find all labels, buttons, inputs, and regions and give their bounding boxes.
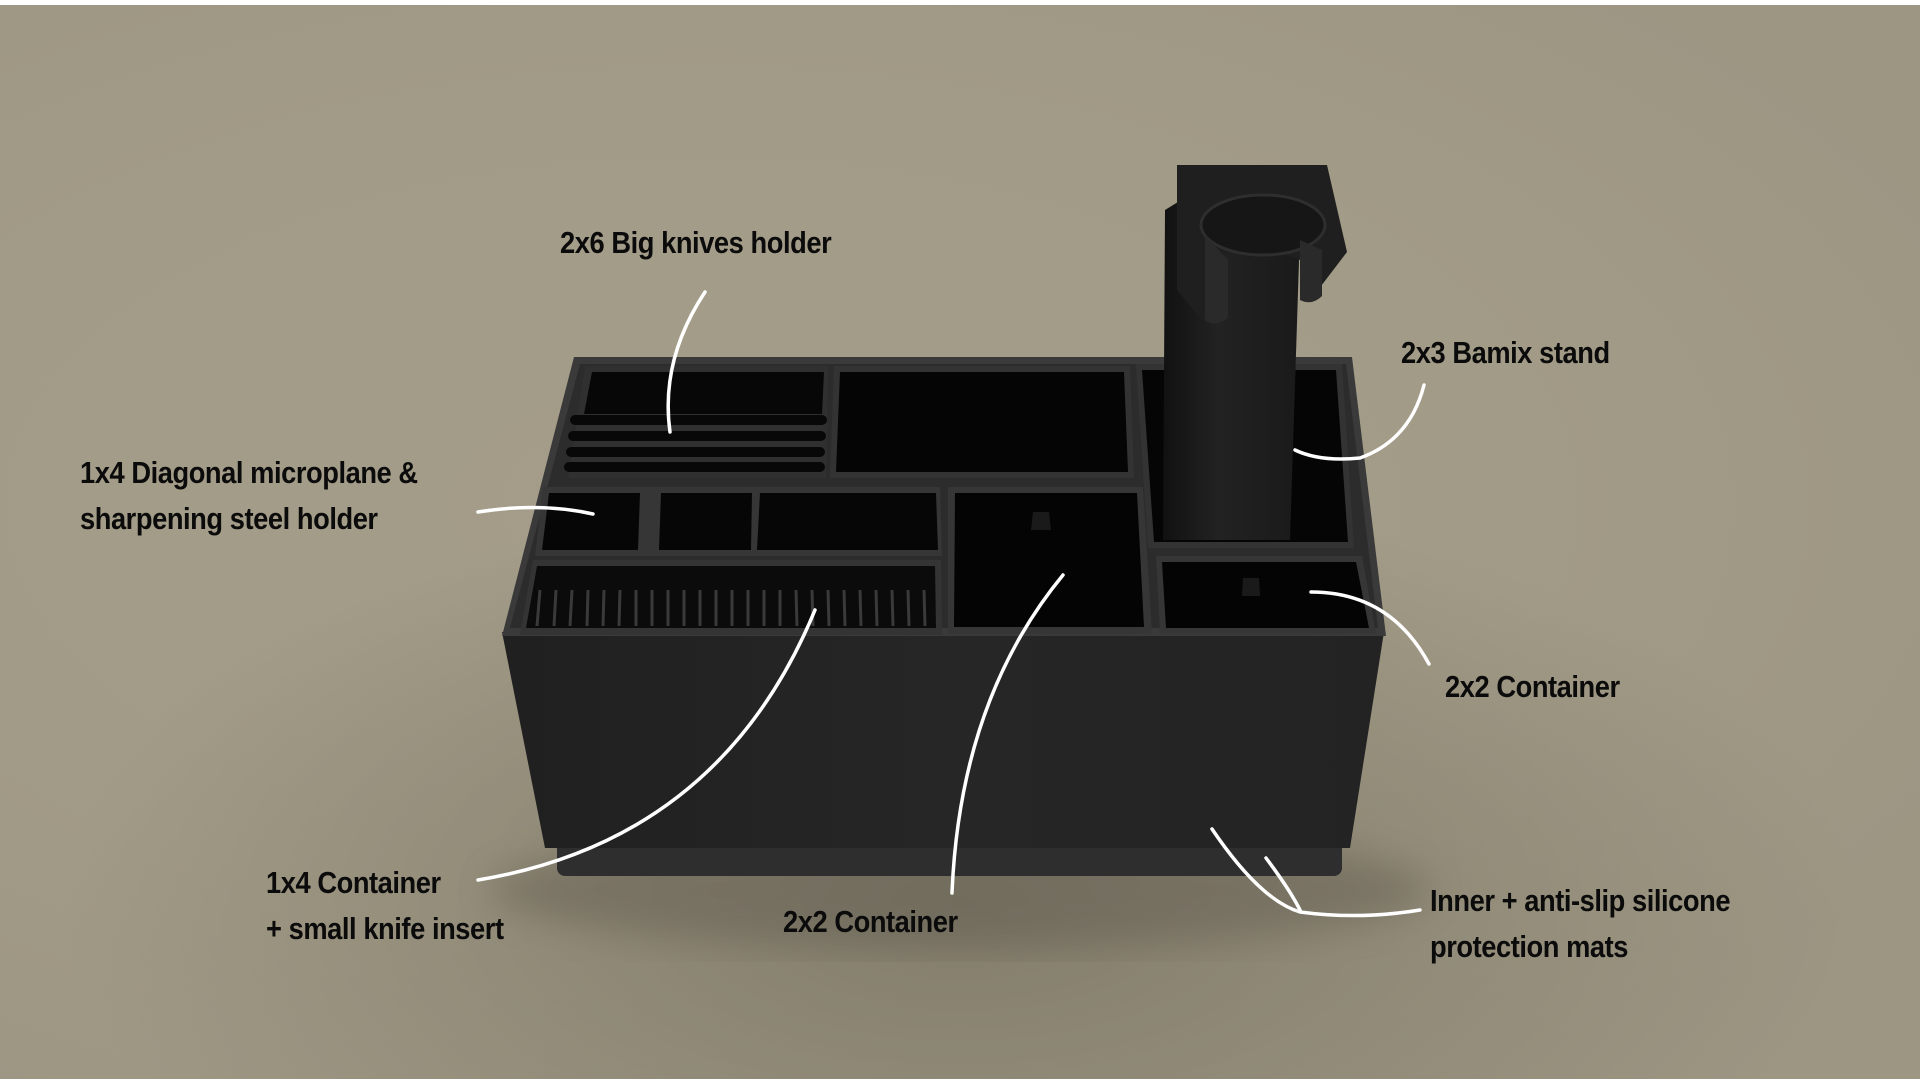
leader-microplane: [476, 505, 595, 516]
right-container-module: [1156, 556, 1376, 634]
label-line: 2x6 Big knives holder: [560, 225, 832, 260]
small-knife-insert-module: [520, 560, 942, 635]
organizer-render: [476, 165, 1431, 950]
leader-bamix: [1293, 383, 1426, 461]
leader-mats-b: [1264, 856, 1302, 912]
center-container-module: [948, 487, 1152, 634]
label-line: + small knife insert: [266, 911, 504, 946]
label-container-bottom: 2x2 Container: [783, 899, 958, 945]
leader-container-1x4: [476, 608, 817, 882]
leader-lines: [476, 290, 1431, 918]
label-line: 2x3 Bamix stand: [1401, 335, 1610, 370]
leader-container-bottom: [950, 573, 1065, 895]
knives-holder-module: [564, 366, 828, 478]
microplane-holder-module: [535, 487, 942, 556]
label-line: Inner + anti-slip silicone: [1430, 883, 1731, 918]
organizer-body: [502, 632, 1384, 848]
label-line: 1x4 Container: [266, 865, 441, 900]
bamix-stand: [1163, 165, 1347, 540]
label-silicone-mats: Inner + anti-slip silicone protection ma…: [1430, 878, 1731, 970]
label-knives-holder: 2x6 Big knives holder: [560, 220, 832, 266]
label-line: 2x2 Container: [783, 904, 958, 939]
label-bamix-stand: 2x3 Bamix stand: [1401, 330, 1610, 376]
label-line: 1x4 Diagonal microplane &: [80, 455, 418, 490]
leader-mats-a: [1210, 827, 1422, 918]
label-microplane-holder: 1x4 Diagonal microplane & sharpening ste…: [80, 450, 418, 542]
product-diagram: 2x6 Big knives holder 2x3 Bamix stand 1x…: [0, 5, 1920, 1079]
label-container-1x4: 1x4 Container + small knife insert: [266, 860, 504, 952]
leader-knives: [666, 290, 707, 434]
label-container-right: 2x2 Container: [1445, 664, 1620, 710]
label-line: sharpening steel holder: [80, 501, 378, 536]
label-line: protection mats: [1430, 929, 1629, 964]
leader-container-right: [1309, 590, 1431, 666]
label-line: 2x2 Container: [1445, 669, 1620, 704]
